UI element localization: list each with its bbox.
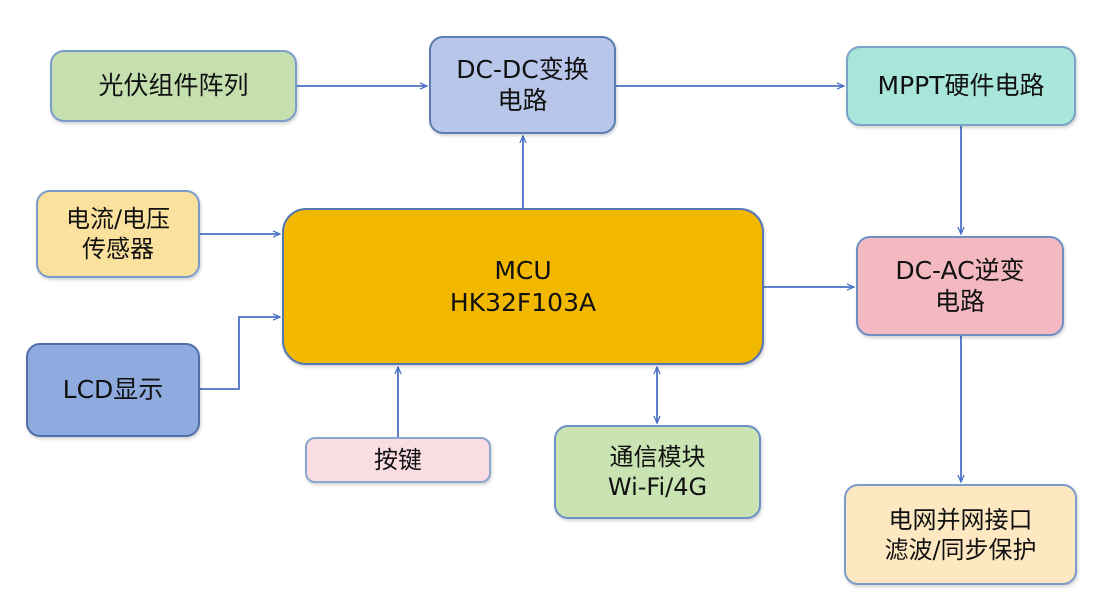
dcac-inverter-block: DC-AC逆变 电路 bbox=[856, 236, 1064, 336]
mcu-label-line1: MCU bbox=[494, 256, 552, 286]
comm-label-line1: 通信模块 bbox=[609, 443, 706, 471]
pv-array-block: 光伏组件阵列 bbox=[50, 50, 297, 122]
dcdc-converter-block: DC-DC变换 电路 bbox=[429, 36, 616, 134]
grid-label-line1: 电网并网接口 bbox=[888, 505, 1033, 534]
dcac-label-line2: 电路 bbox=[934, 287, 985, 316]
mcu-block: MCU HK32F103A bbox=[282, 208, 764, 365]
mcu-label-line2: HK32F103A bbox=[449, 287, 597, 317]
keys-label: 按键 bbox=[374, 446, 422, 474]
comm-module-block: 通信模块 Wi-Fi/4G bbox=[554, 425, 761, 519]
dcdc-label-line2: 电路 bbox=[497, 86, 548, 115]
lcd-label: LCD显示 bbox=[62, 375, 164, 405]
mppt-circuit-block: MPPT硬件电路 bbox=[846, 46, 1076, 126]
sensor-label-line1: 电流/电压 bbox=[65, 205, 171, 233]
grid-label-line2: 滤波/同步保护 bbox=[884, 535, 1037, 564]
dcac-label-line1: DC-AC逆变 bbox=[895, 255, 1025, 285]
mppt-label: MPPT硬件电路 bbox=[877, 71, 1045, 101]
current-voltage-sensor-block: 电流/电压 传感器 bbox=[36, 190, 200, 278]
grid-interface-block: 电网并网接口 滤波/同步保护 bbox=[844, 484, 1077, 585]
pv-array-label: 光伏组件阵列 bbox=[98, 71, 249, 101]
edge-lcd-to-mcu bbox=[200, 317, 280, 390]
dcdc-label-line1: DC-DC变换 bbox=[456, 54, 589, 84]
sensor-label-line2: 传感器 bbox=[82, 235, 154, 263]
lcd-display-block: LCD显示 bbox=[26, 343, 200, 437]
keys-block: 按键 bbox=[305, 437, 491, 483]
comm-label-line2: Wi-Fi/4G bbox=[607, 473, 708, 501]
